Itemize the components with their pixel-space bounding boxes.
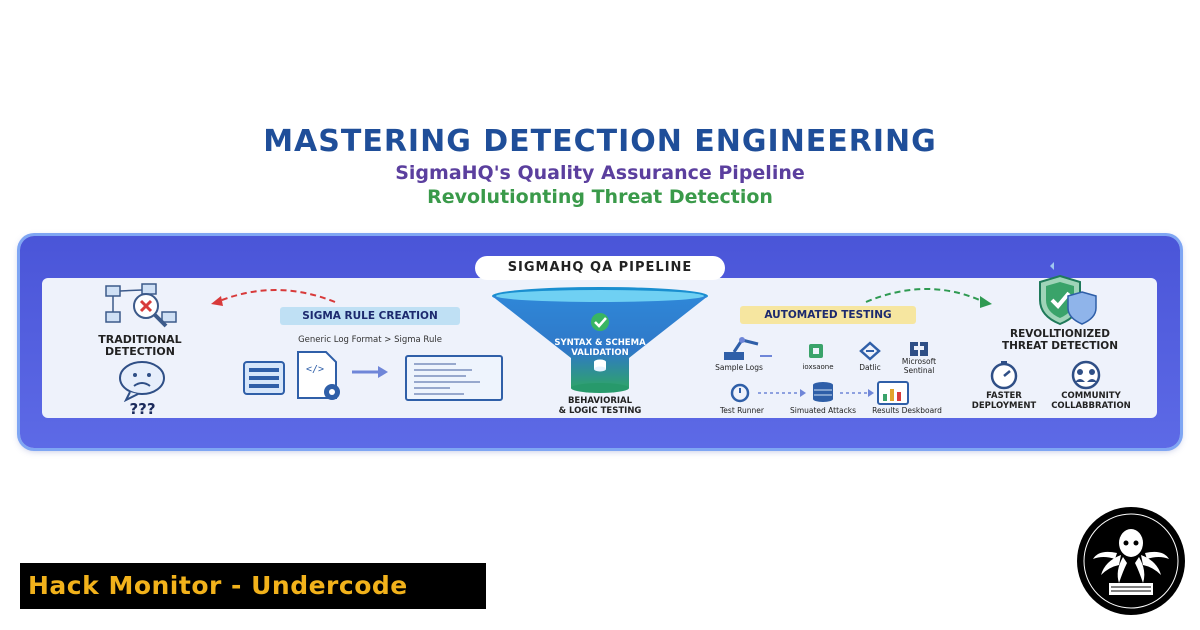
benefit-community-line1: COMMUNITY: [1061, 391, 1121, 401]
datlic-icon: [859, 341, 881, 361]
testing-flow-icon: [730, 381, 909, 405]
brand-banner: Hack Monitor - Undercode: [20, 563, 486, 609]
benefit-community-line2: COLLABBRATION: [1051, 401, 1131, 411]
tool-sample-logs: Sample Logs: [715, 363, 763, 372]
step-simulated-attacks: Simuated Attacks: [789, 406, 857, 415]
benefit-faster-line1: FASTER: [986, 391, 1022, 401]
ioxsaone-icon: [809, 344, 823, 358]
pipeline-label: SIGMAHQ QA PIPELINE: [475, 256, 725, 280]
page-tagline: Revolutionting Threat Detection: [427, 186, 773, 208]
red-arrow-icon: [211, 289, 336, 306]
funnel-bottom-line2: & LOGIC TESTING: [558, 406, 642, 416]
microsoft-sentinal-icon: [910, 342, 928, 356]
result-label-line2: THREAT DETECTION: [1001, 340, 1119, 352]
tool-ioxsaone: ioxsaone: [802, 363, 834, 371]
step-test-runner: Test Runner: [720, 406, 764, 415]
page-title: MASTERING DETECTION ENGINEERING: [263, 124, 937, 159]
shield-check-icon: [1039, 262, 1097, 326]
green-arrow-icon: [865, 288, 992, 308]
community-icon: [1071, 360, 1101, 390]
traditional-question: ???: [129, 400, 156, 418]
result-label-line1: REVOLLTIONIZED: [1010, 328, 1110, 340]
confused-face-icon: [119, 361, 165, 402]
sample-logs-icon: [724, 337, 772, 360]
benefit-faster-line2: DEPLOYMENT: [971, 401, 1037, 411]
svg-text:</>: </>: [306, 364, 324, 375]
traditional-label-line1: TRADITIONAL: [98, 333, 182, 346]
funnel-label-line2: VALIDATION: [571, 348, 629, 358]
rule-creation-label: SIGMA RULE CREATION: [280, 307, 460, 325]
stopwatch-icon: [990, 361, 1018, 390]
funnel-label-line1: SYNTAX & SCHEMA: [554, 338, 646, 348]
log-to-rule-icon: </>: [243, 351, 503, 401]
tool-datlic: Datlic: [859, 363, 881, 372]
rule-creation-caption: Generic Log Format > Sigma Rule: [298, 335, 442, 345]
validation-funnel-icon: [492, 287, 708, 393]
broken-network-icon: [105, 283, 177, 328]
traditional-label-line2: DETECTION: [105, 345, 175, 358]
octopus-logo-icon: [1077, 507, 1185, 615]
page-subtitle: SigmaHQ's Quality Assurance Pipeline: [395, 162, 805, 184]
funnel-bottom-line1: BEHAVIORIAL: [567, 396, 633, 406]
automated-testing-label: AUTOMATED TESTING: [740, 306, 916, 324]
step-results-dashboard: Results Deskboard: [872, 406, 942, 415]
